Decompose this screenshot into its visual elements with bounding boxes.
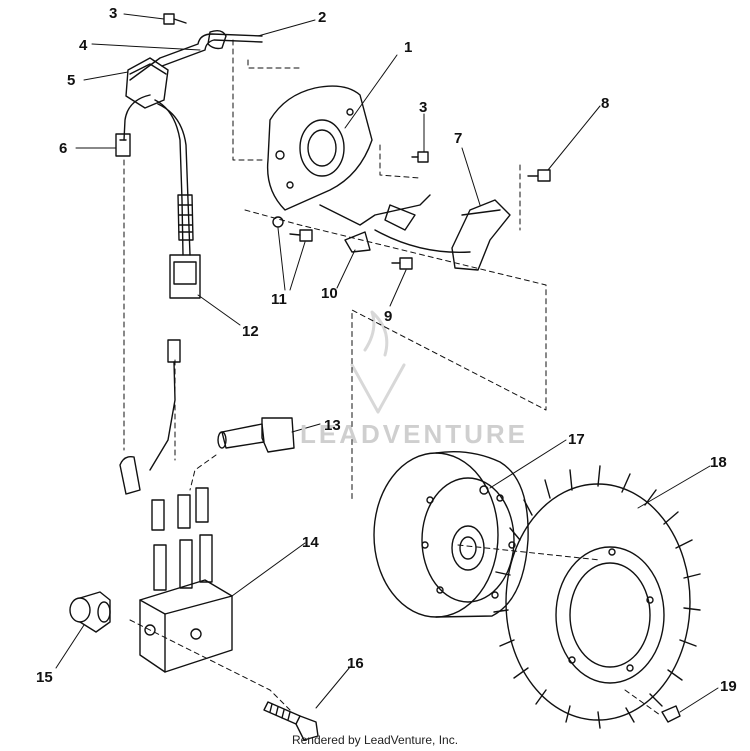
- screw-9: [391, 257, 413, 270]
- connector-6: [115, 133, 131, 157]
- label-16: 16: [347, 655, 364, 672]
- label-14: 14: [302, 534, 319, 551]
- watermark-text: LEADVENTURE: [300, 419, 528, 449]
- part-labels: 1 2 3 3 4 5 6 7 8 9 10 11 12 13 14 15 16…: [36, 5, 737, 695]
- cooling-fan: [493, 465, 701, 729]
- stator-plate: [266, 85, 373, 211]
- label-13: 13: [324, 417, 341, 434]
- wire-wrap: [177, 194, 194, 241]
- bolt-16: [263, 701, 319, 741]
- connector-upper: [149, 339, 181, 471]
- washer-11: [272, 216, 284, 228]
- label-5: 5: [67, 72, 75, 89]
- connector-12: [169, 254, 201, 299]
- watermark-logo: [350, 310, 406, 414]
- screw-8: [527, 169, 551, 182]
- screw-3-top: [163, 13, 187, 25]
- grommet-block: [125, 57, 169, 109]
- ignition-coil-7: [451, 199, 511, 271]
- trigger-assembly: [319, 194, 471, 254]
- label-2: 2: [318, 9, 326, 26]
- label-12: 12: [242, 323, 259, 340]
- spacer-15: [69, 591, 111, 633]
- label-1: 1: [404, 39, 412, 56]
- label-11: 11: [271, 291, 287, 308]
- label-10: 10: [321, 285, 338, 302]
- label-3: 3: [109, 5, 117, 22]
- assembly-guide-lines: [123, 39, 661, 716]
- label-17: 17: [568, 431, 585, 448]
- label-6: 6: [59, 140, 67, 157]
- label-3b: 3: [419, 99, 427, 116]
- wire-clip: [207, 29, 227, 50]
- flywheel: [373, 451, 529, 618]
- ignition-module: [119, 455, 233, 673]
- label-19: 19: [720, 678, 737, 695]
- label-15: 15: [36, 669, 53, 686]
- label-9: 9: [384, 308, 392, 325]
- screw-11: [289, 229, 313, 242]
- footer-credit: Rendered by LeadVenture, Inc.: [291, 733, 459, 747]
- label-8: 8: [601, 95, 609, 112]
- label-7: 7: [454, 130, 462, 147]
- screw-3-right: [411, 151, 429, 163]
- spark-plug-cap: [217, 417, 295, 453]
- wire-harness: [123, 33, 263, 256]
- label-4: 4: [79, 37, 88, 54]
- screw-19: [661, 705, 681, 723]
- label-18: 18: [710, 454, 727, 471]
- leader-lines: [55, 13, 719, 713]
